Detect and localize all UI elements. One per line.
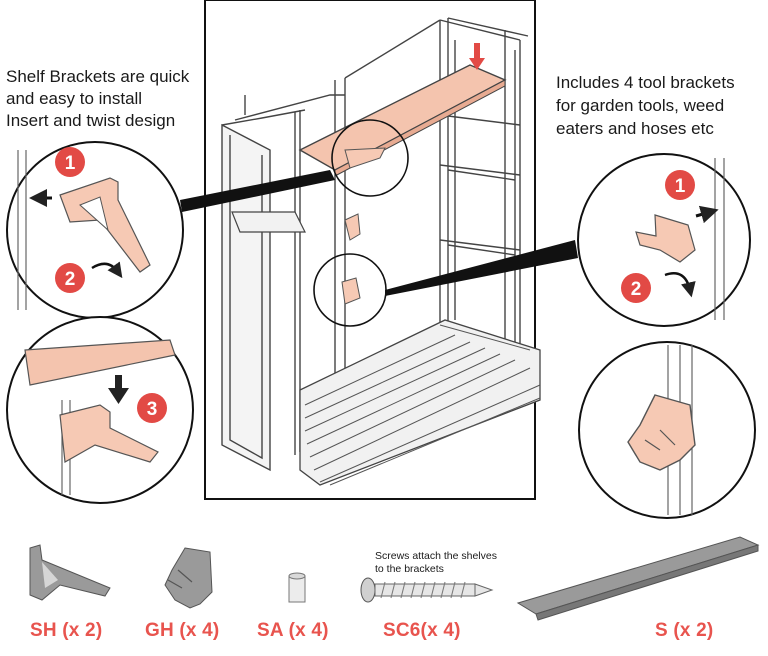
tool-bracket-caption: Includes 4 tool brackets for garden tool… [556, 71, 766, 140]
step-badge-3: 3 [137, 393, 167, 423]
caption-line: Includes 4 tool brackets [556, 73, 735, 92]
down-arrow-icon [108, 375, 129, 404]
part-sh-bracket-illustration [29, 544, 111, 601]
caption-line: Shelf Brackets are quick [6, 67, 190, 86]
caption-line: for garden tools, weed [556, 96, 725, 115]
part-label-sc6: SC6(x 4) [383, 620, 461, 641]
right-arrow-icon [695, 205, 719, 224]
part-s-shelf-illustration [516, 536, 760, 621]
shelf-seat-detail [6, 316, 194, 504]
shed-frame-illustration [204, 0, 541, 500]
callout-connector-left [180, 170, 335, 212]
part-sa-spacer-illustration [288, 572, 306, 603]
down-arrow-icon [469, 43, 485, 70]
part-label-sh: SH (x 2) [30, 620, 103, 641]
caption-line: Insert and twist design [6, 111, 176, 130]
step-badge-1-left: 1 [55, 147, 85, 177]
svg-text:1: 1 [65, 153, 76, 174]
callout-connector-right [385, 240, 578, 296]
caption-line: and easy to install [6, 89, 143, 108]
part-label-sa: SA (x 4) [257, 620, 329, 641]
part-label-s: S (x 2) [655, 620, 714, 641]
hook-install-detail [577, 153, 751, 327]
bracket-install-detail [6, 141, 184, 319]
svg-text:1: 1 [675, 176, 686, 197]
step-badge-1-right: 1 [665, 170, 695, 200]
part-label-gh: GH (x 4) [145, 620, 220, 641]
svg-text:3: 3 [147, 399, 158, 420]
svg-text:2: 2 [65, 269, 76, 290]
rotate-arrow-icon [91, 261, 123, 279]
part-gh-hook-illustration [164, 547, 213, 609]
hook-mounted-detail [578, 341, 756, 519]
shelf-bracket-caption: Shelf Brackets are quick and easy to ins… [6, 66, 206, 132]
part-sc6-screw-illustration [360, 577, 494, 603]
screw-note-line: to the brackets [375, 563, 444, 575]
step-badge-2-left: 2 [55, 263, 85, 293]
rotate-arrow-icon [664, 272, 696, 298]
screw-note-line: Screws attach the shelves [375, 550, 497, 562]
svg-text:2: 2 [631, 279, 642, 300]
step-badge-2-right: 2 [621, 273, 651, 303]
caption-line: eaters and hoses etc [556, 119, 714, 138]
screw-note: Screws attach the shelves to the bracket… [375, 550, 535, 576]
